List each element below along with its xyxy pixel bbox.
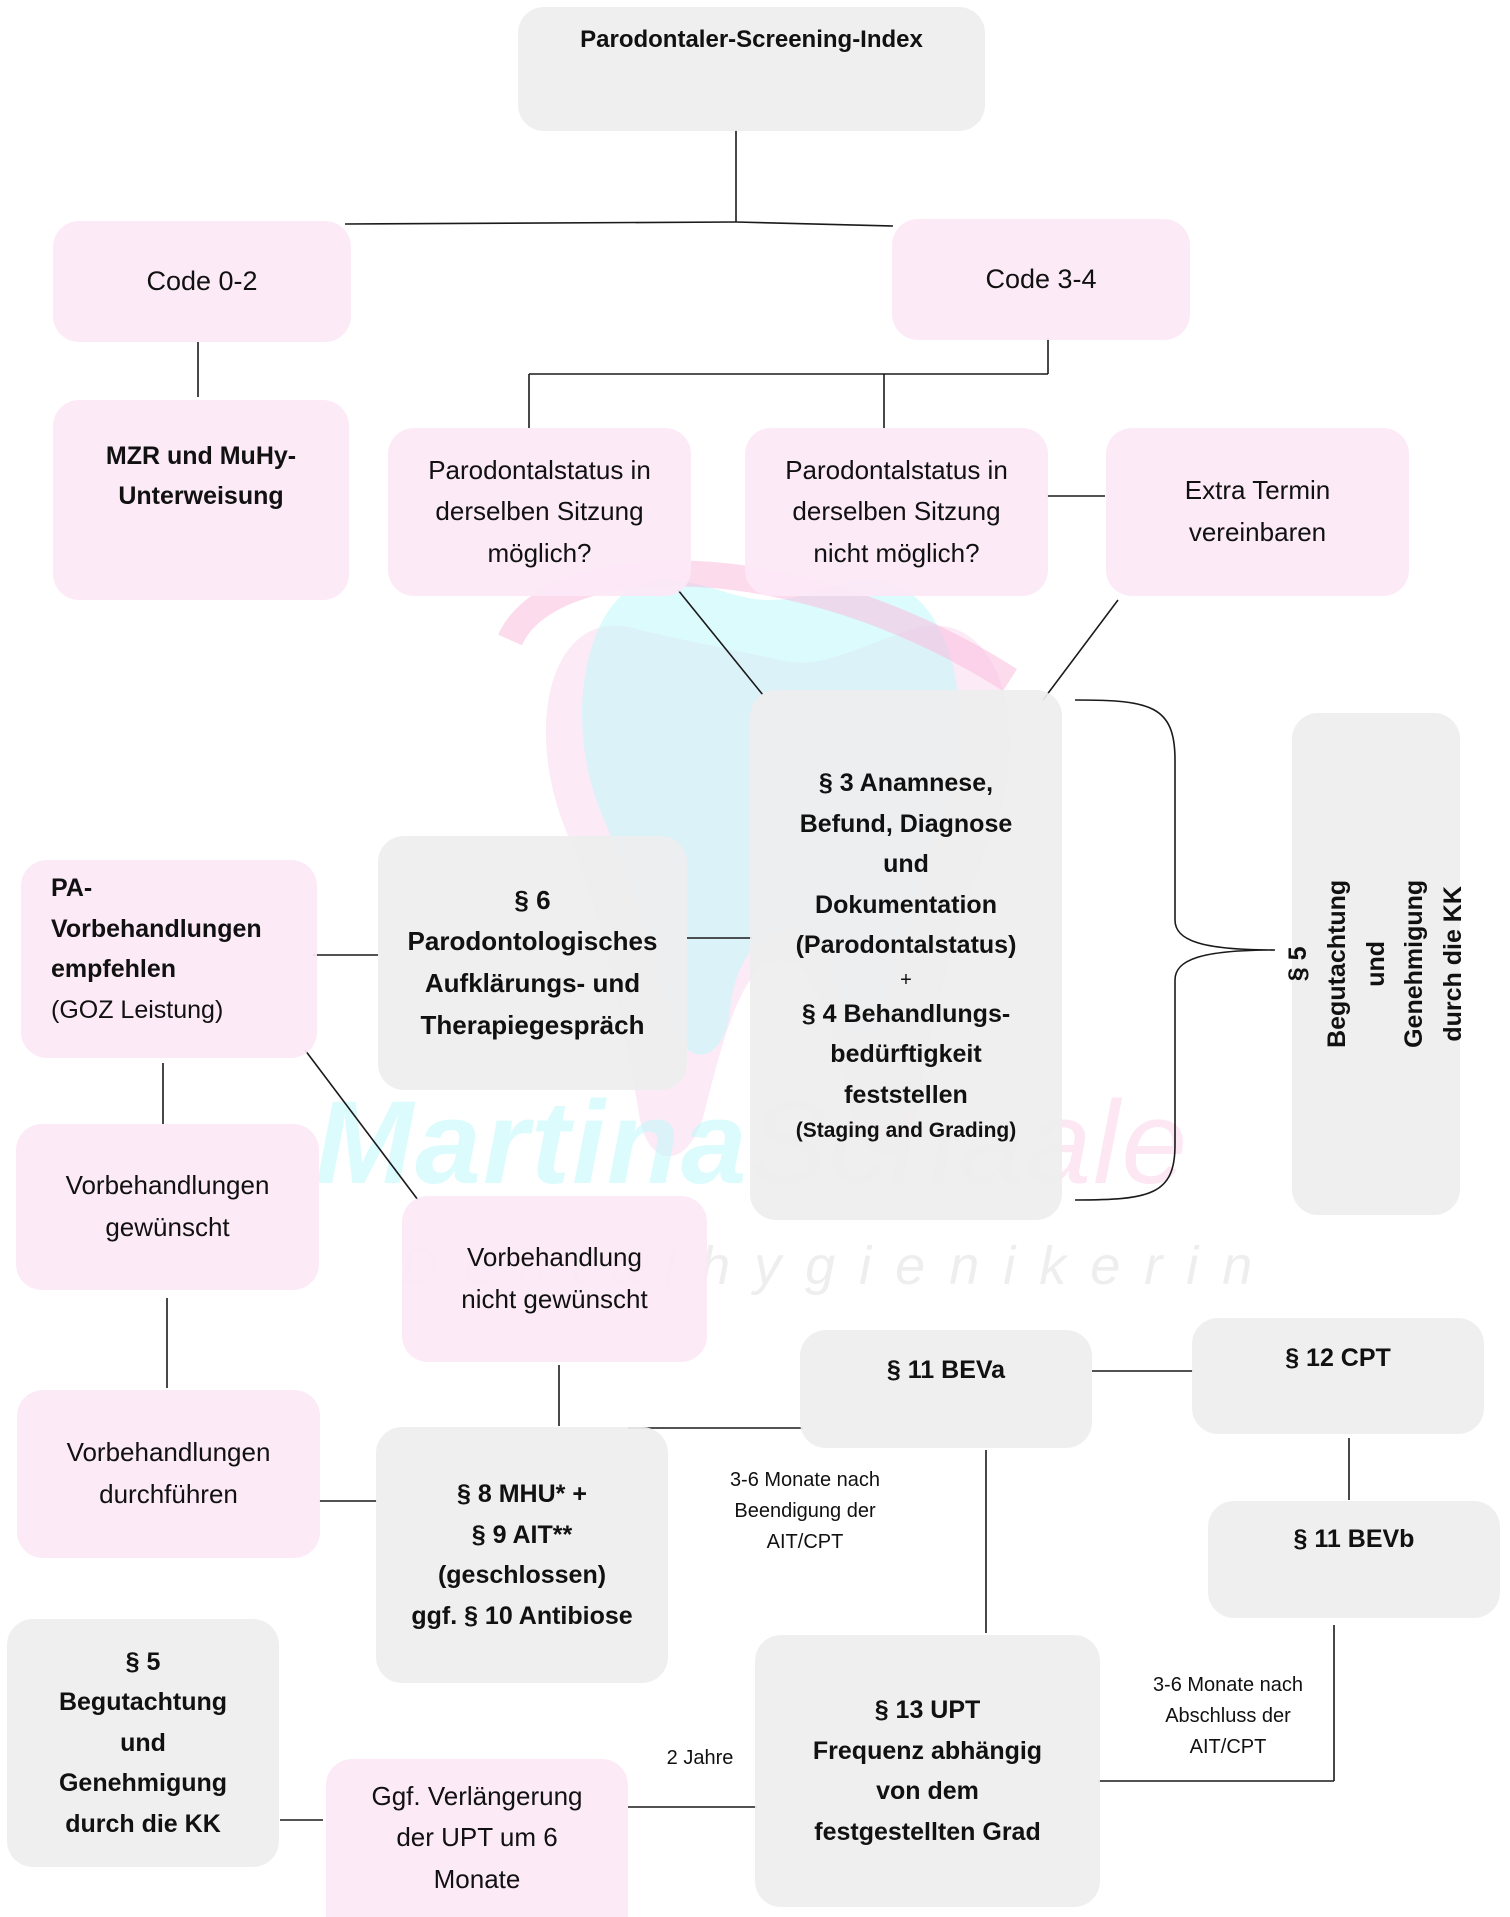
connector: [304, 1049, 419, 1201]
mzr-label: MZR und MuHy- Unterweisung: [105, 442, 297, 510]
beva-timing-note: 3-6 Monate nach Beendigung der AIT/CPT: [729, 1469, 881, 1553]
par13-label: § 13 UPT Frequenz abhängig von dem festg…: [812, 1696, 1043, 1846]
upt-verlaengerung-box: Ggf. Verlängerung der UPT um 6 Monate: [326, 1759, 628, 1917]
status-not-possible-box: Parodontalstatus in derselben Sitzung ni…: [745, 428, 1048, 596]
par6-label: § 6 Parodontologisches Aufklärungs- und …: [407, 884, 658, 1040]
pa-vorbehandlungen-label: PA- Vorbehandlungen empfehlen: [51, 874, 262, 983]
par12-box: § 12 CPT: [1192, 1318, 1484, 1434]
status-not-possible-label: Parodontalstatus in derselben Sitzung ni…: [785, 454, 1008, 568]
par11b-label: § 11 BEVb: [1293, 1525, 1415, 1553]
connector: [677, 589, 764, 696]
par6-box: § 6 Parodontologisches Aufklärungs- und …: [378, 836, 687, 1090]
par4-label: § 4 Behandlungs- bedürftigkeit feststell…: [801, 999, 1011, 1109]
vorbehandlungen-durchfuehren-label: Vorbehandlungen durchführen: [66, 1437, 271, 1509]
code-0-2-label: Code 0-2: [146, 265, 258, 296]
curly-brace: [1074, 699, 1276, 1201]
connector: [735, 221, 894, 227]
par11a-label: § 11 BEVa: [886, 1356, 1006, 1384]
vorbehandlung-nicht-gewuenscht-label: Vorbehandlung nicht gewünscht: [461, 1242, 648, 1314]
par3-par4-box: § 3 Anamnese, Befund, Diagnose und Dokum…: [750, 690, 1062, 1220]
par5-right-label: § 5 Begutachtung und Genehmigung durch d…: [1284, 879, 1468, 1049]
goz-leistung-label: (GOZ Leistung): [51, 995, 224, 1024]
par8-label: § 8 MHU* + § 9 AIT** (geschlossen) ggf. …: [411, 1480, 633, 1630]
status-possible-box: Parodontalstatus in derselben Sitzung mö…: [388, 428, 691, 596]
vorbehandlungen-durchfuehren-box: Vorbehandlungen durchführen: [17, 1390, 320, 1558]
staging-grading-label: (Staging and Grading): [795, 1119, 1017, 1143]
psi-box: Parodontaler-Screening-Index: [518, 7, 985, 131]
code-3-4-box: Code 3-4: [892, 219, 1190, 340]
connector: [1042, 599, 1119, 701]
upt-verlaengerung-label: Ggf. Verlängerung der UPT um 6 Monate: [371, 1780, 583, 1894]
par11a-box: § 11 BEVa: [800, 1330, 1092, 1448]
extra-termin-box: Extra Termin vereinbaren: [1106, 428, 1409, 596]
extra-termin-label: Extra Termin vereinbaren: [1184, 475, 1331, 547]
connector: [344, 221, 737, 225]
vorbehandlungen-gewuenscht-label: Vorbehandlungen gewünscht: [65, 1170, 270, 1242]
vorbehandlungen-gewuenscht-box: Vorbehandlungen gewünscht: [16, 1124, 319, 1290]
par5-right-box: § 5 Begutachtung und Genehmigung durch d…: [1284, 713, 1467, 1215]
par5-left-label: § 5 Begutachtung und Genehmigung durch d…: [58, 1647, 228, 1838]
par11b-box: § 11 BEVb: [1208, 1501, 1500, 1618]
psi-label: Parodontaler-Screening-Index: [580, 26, 923, 53]
code-3-4-label: Code 3-4: [985, 263, 1097, 294]
plus-sign: +: [900, 968, 912, 991]
two-years-note: 2 Jahre: [666, 1747, 734, 1769]
par5-left-box: § 5 Begutachtung und Genehmigung durch d…: [7, 1619, 279, 1867]
par3-label: § 3 Anamnese, Befund, Diagnose und Dokum…: [795, 769, 1017, 960]
bevb-timing-note: 3-6 Monate nach Abschluss der AIT/CPT: [1152, 1674, 1304, 1758]
mzr-box: MZR und MuHy- Unterweisung: [53, 400, 349, 600]
code-0-2-box: Code 0-2: [53, 221, 351, 342]
par8-par9-box: § 8 MHU* + § 9 AIT** (geschlossen) ggf. …: [376, 1427, 668, 1683]
par13-box: § 13 UPT Frequenz abhängig von dem festg…: [755, 1635, 1100, 1907]
par12-label: § 12 CPT: [1285, 1344, 1391, 1372]
status-possible-label: Parodontalstatus in derselben Sitzung mö…: [428, 454, 651, 568]
pa-vorbehandlungen-box: PA- Vorbehandlungen empfehlen (GOZ Leist…: [21, 860, 317, 1058]
vorbehandlung-nicht-gewuenscht-box: Vorbehandlung nicht gewünscht: [402, 1196, 707, 1362]
